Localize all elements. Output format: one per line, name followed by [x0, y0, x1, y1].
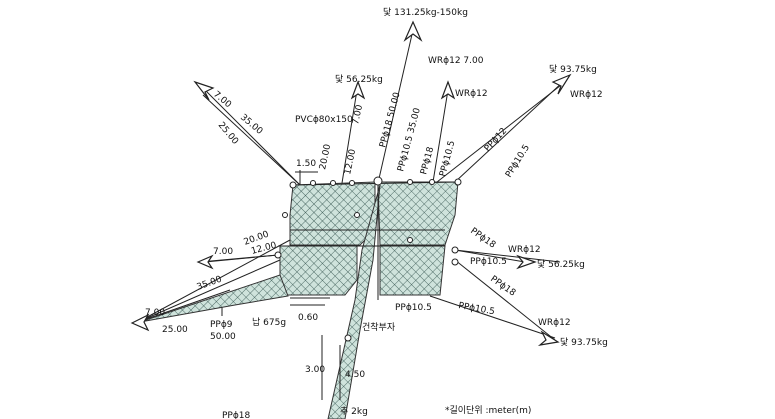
label-pp105-r1: PPϕ10.5: [470, 257, 507, 267]
anchor-right-icon: [551, 73, 572, 95]
label-pp105-3500: PPϕ10.5 35.00: [396, 107, 423, 173]
label-060: 0.60: [298, 313, 318, 323]
label-anchor-9375-right: 닻 93.75kg: [549, 63, 597, 75]
label-wr12-r1: WRϕ12: [508, 245, 541, 255]
anchor-right2-icon: [516, 254, 537, 270]
anchor-topleft-icon: [193, 80, 215, 101]
label-pp105-b: PPϕ10.5: [504, 143, 532, 180]
label-2500-tl: 25.00: [216, 121, 240, 147]
anchor-midleft-icon: [196, 254, 214, 270]
label-anchor-9375-bottom: 닻 93.75kg: [560, 336, 608, 348]
label-wr12-mid: WRϕ12: [455, 89, 488, 99]
label-pp9: PPϕ9: [210, 320, 233, 330]
anchor-ropes: [137, 29, 566, 341]
label-weight-2kg: 추 2kg: [340, 406, 368, 417]
net-panels: [139, 181, 459, 419]
label-pp18-5000: PPϕ18 50.00: [378, 91, 402, 149]
anchor-left-icon: [130, 313, 150, 332]
anchor-top-icon: [403, 20, 423, 42]
label-pp18-bottom: PPϕ18: [222, 411, 251, 419]
label-2500-bl: 25.00: [162, 325, 188, 335]
label-unit-note: *길이단위 :meter(m): [445, 405, 531, 416]
label-wr12-700: WRϕ12 7.00: [428, 56, 484, 66]
label-pp12: PPϕ12: [483, 126, 509, 154]
label-150: 1.50: [296, 159, 316, 169]
label-anchor-5625-right: 닻 56.25kg: [537, 258, 585, 270]
label-3500-tl: 35.00: [238, 113, 264, 137]
label-pvc: PVCϕ80x150: [295, 115, 353, 125]
label-wr12-right: WRϕ12: [570, 90, 603, 100]
label-5000-bl: 50.00: [210, 332, 236, 342]
label-pp18-a: PPϕ18: [419, 146, 436, 176]
label-450: 4.50: [345, 370, 365, 380]
label-pp105-a: PPϕ10.5: [438, 140, 457, 178]
label-pp105-bottom: PPϕ10.5: [395, 303, 432, 313]
anchor-top3-icon: [440, 80, 456, 100]
anchors: [130, 20, 572, 346]
label-1200-top: 12.00: [343, 148, 358, 176]
label-anchor-top: 닻 131.25kg-150kg: [383, 6, 468, 18]
label-wr12-r2: WRϕ12: [538, 318, 571, 328]
label-3500-ml: 35.00: [196, 275, 224, 293]
label-pp18-r1: PPϕ18: [468, 226, 497, 251]
dimension-lines: [290, 171, 341, 400]
anchor-top2-icon: [350, 80, 366, 100]
label-pp18-r2: PPϕ18: [488, 274, 517, 299]
anchor-right3-icon: [537, 330, 560, 346]
label-sinker: 건착부자: [362, 322, 396, 333]
label-700-top: 7.00: [351, 104, 365, 126]
label-2000-top: 20.00: [318, 143, 333, 171]
label-700-ml: 7.00: [213, 247, 233, 257]
label-lead: 납 675g: [252, 317, 286, 328]
label-anchor-5625-top: 닻 56.25kg: [335, 73, 383, 85]
label-pp105-r2: PPϕ10.5: [457, 301, 495, 317]
label-300: 3.00: [305, 365, 325, 375]
label-700-bl: 7.00: [145, 308, 165, 318]
floats: [274, 176, 462, 342]
